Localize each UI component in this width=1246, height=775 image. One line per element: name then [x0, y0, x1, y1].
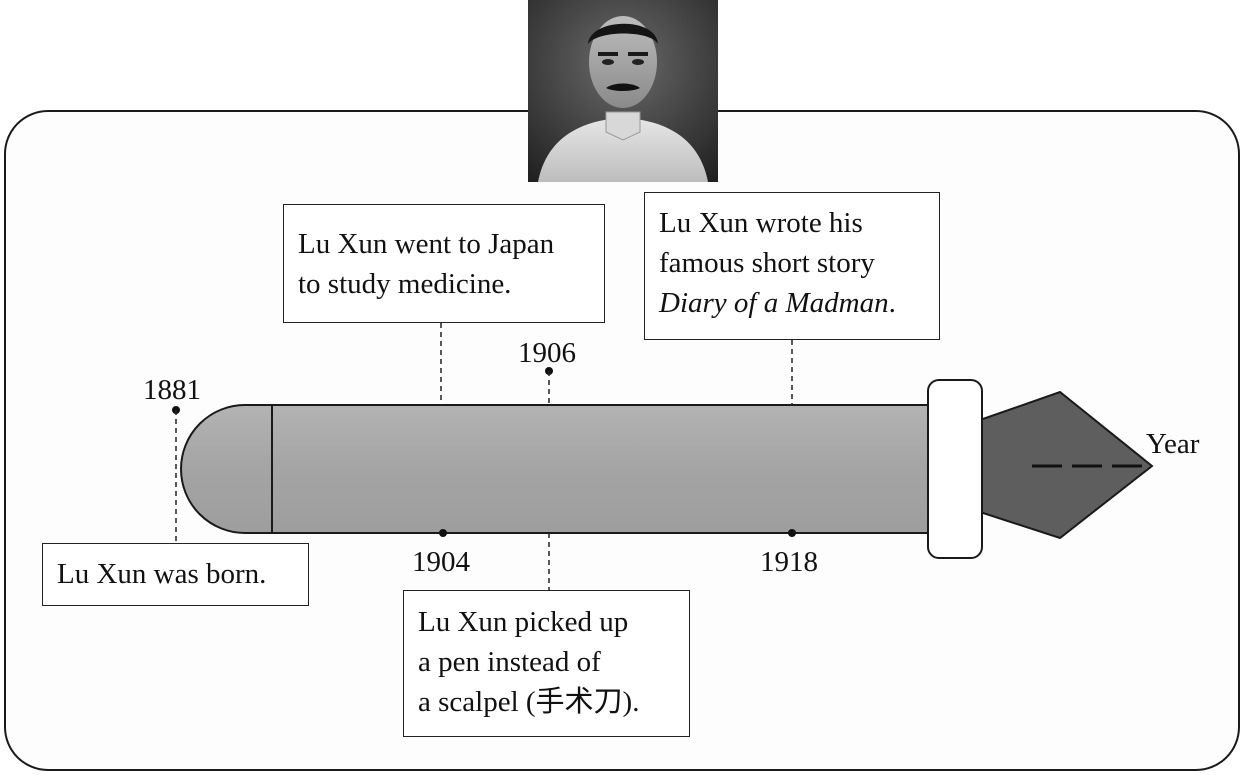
year-label-1918: 1918: [760, 545, 818, 579]
event-madman-line-1: Lu Xun wrote his: [659, 203, 925, 243]
event-note-pen: Lu Xun picked up a pen instead of a scal…: [403, 590, 690, 737]
event-pen-line-3: a scalpel (手术刀).: [418, 682, 675, 722]
marker-1904: [439, 529, 447, 537]
event-pen-line-1: Lu Xun picked up: [418, 602, 675, 642]
event-madman-line-3: Diary of a Madman.: [659, 283, 925, 323]
event-pen-line-2: a pen instead of: [418, 642, 675, 682]
event-japan-line-1: Lu Xun went to Japan: [298, 224, 590, 264]
story-title: Diary of a Madman: [659, 287, 889, 319]
event-note-born: Lu Xun was born.: [42, 543, 309, 606]
event-note-madman: Lu Xun wrote his famous short story Diar…: [644, 192, 940, 340]
marker-1918: [788, 529, 796, 537]
event-born-line-1: Lu Xun was born.: [57, 554, 294, 594]
portrait-photo: [528, 0, 718, 182]
timeline-bar: [181, 405, 930, 533]
year-label-1906: 1906: [518, 336, 576, 370]
event-japan-line-2: to study medicine.: [298, 264, 590, 304]
event-madman-line-2: famous short story: [659, 243, 925, 283]
story-title-period: .: [889, 287, 896, 319]
axis-label-year: Year: [1146, 427, 1199, 461]
year-label-1881: 1881: [143, 373, 201, 407]
event-note-japan: Lu Xun went to Japan to study medicine.: [283, 204, 605, 323]
timeline-grip: [928, 380, 982, 558]
year-label-1904: 1904: [412, 545, 470, 579]
